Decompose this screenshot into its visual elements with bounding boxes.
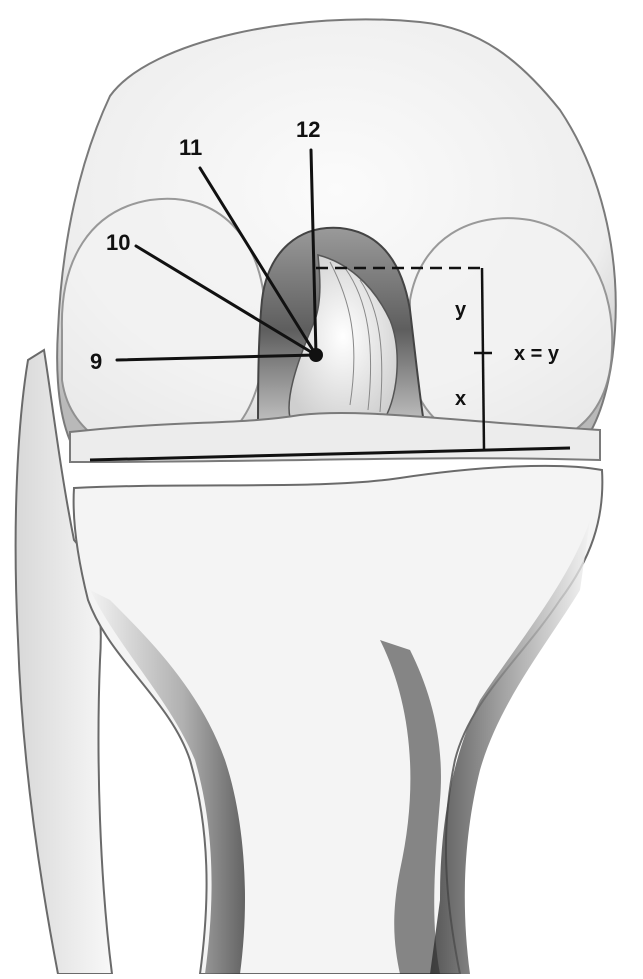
label-11: 11: [179, 135, 202, 160]
label-9: 9: [90, 349, 102, 374]
tibia: [74, 466, 603, 974]
medial-femoral-condyle: [410, 218, 612, 448]
label-equation: x = y: [514, 343, 560, 365]
center-point: [309, 348, 323, 362]
label-y: y: [455, 299, 467, 321]
label-x: x: [455, 388, 466, 410]
label-10: 10: [106, 230, 130, 255]
label-12: 12: [296, 117, 320, 142]
lateral-femoral-condyle: [62, 199, 265, 457]
